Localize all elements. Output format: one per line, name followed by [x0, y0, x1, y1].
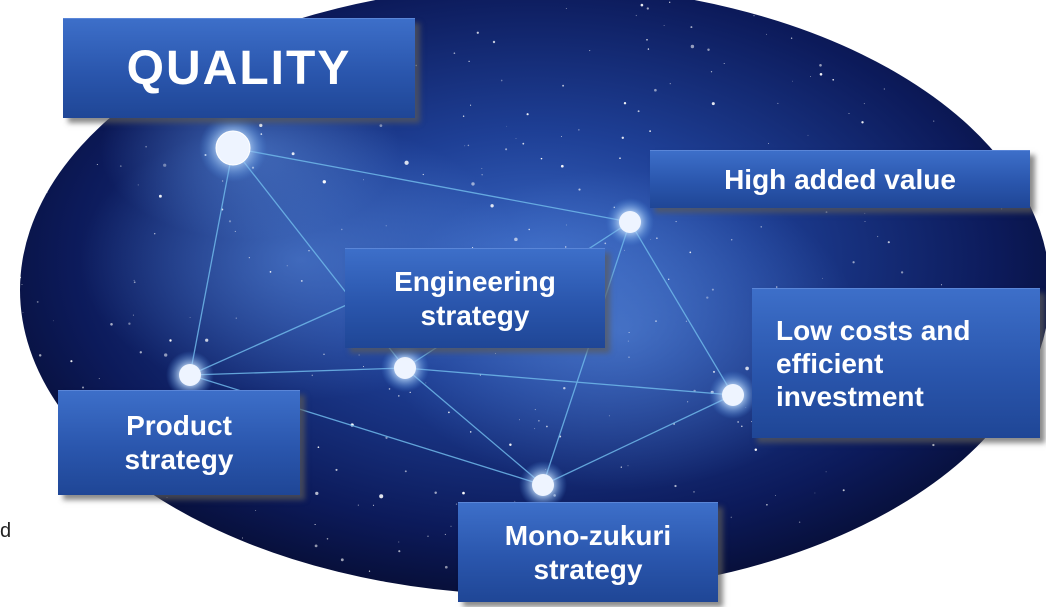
product-strategy-label: Product strategy — [124, 410, 234, 475]
star-quality — [199, 114, 267, 182]
link-quality-product — [189, 147, 234, 376]
quality-label: QUALITY — [126, 42, 352, 95]
high-added-value-box: High added value — [650, 150, 1030, 208]
link-product-engineering — [189, 367, 406, 376]
link-engineering-monozukuri — [404, 367, 544, 486]
high-added-value-label: High added value — [724, 163, 956, 195]
star-engineering — [381, 344, 429, 392]
product-strategy-box: Product strategy — [58, 390, 300, 495]
link-high-lowcosts — [629, 221, 734, 396]
engineering-strategy-label: Engineering strategy — [394, 265, 556, 331]
engineering-strategy-box: Engineering strategy — [345, 248, 605, 348]
star-product — [166, 351, 214, 399]
monozukuri-strategy-label: Mono-zukuri strategy — [504, 519, 672, 585]
link-monozukuri-lowcosts — [542, 394, 734, 486]
stray-text-fragment: d — [0, 520, 12, 542]
star-monozukuri — [519, 461, 567, 509]
quality-box: QUALITY — [63, 18, 415, 118]
monozukuri-strategy-box: Mono-zukuri strategy — [458, 502, 718, 602]
link-high-monozukuri — [542, 221, 631, 486]
star-low-costs — [709, 371, 757, 419]
star-high-added-value — [606, 198, 654, 246]
constellation-stars — [166, 114, 757, 509]
link-quality-high — [232, 147, 631, 223]
low-costs-label: Low costs and efficient investment — [776, 314, 971, 413]
low-costs-box: Low costs and efficient investment — [752, 288, 1040, 438]
link-engineering-lowcosts — [404, 367, 734, 396]
